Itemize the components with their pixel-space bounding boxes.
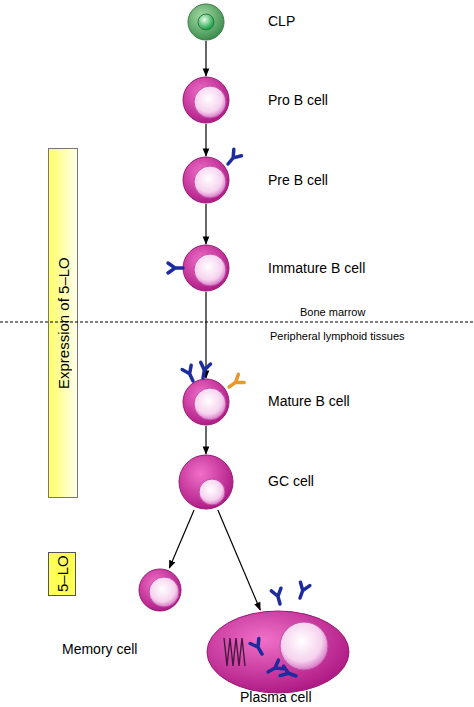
region-label: Bone marrow xyxy=(300,306,365,319)
cell-label: Memory cell xyxy=(62,640,137,658)
arrow-connector xyxy=(205,41,206,76)
band-text: 5–LO xyxy=(48,552,76,596)
expression-bar xyxy=(49,149,78,498)
cell-node: Immature B cell xyxy=(182,244,230,292)
cell-nucleus xyxy=(194,388,226,420)
antibody-symbol xyxy=(266,660,284,676)
cell-nucleus xyxy=(199,479,225,505)
cell-body xyxy=(183,379,229,425)
cell-shape xyxy=(182,76,230,124)
cell-label: Immature B cell xyxy=(268,259,365,277)
cell-nucleus xyxy=(194,166,226,198)
arrow-connector xyxy=(205,124,206,156)
cell-body xyxy=(179,455,233,509)
cell-nucleus xyxy=(198,14,214,30)
region-label: Peripheral lymphoid tissues xyxy=(270,330,405,343)
cell-node: Pre B cell xyxy=(182,156,230,204)
antibody-symbol xyxy=(250,639,266,657)
band-text: Expression of 5–LO xyxy=(48,148,78,498)
cell-label: Pro B cell xyxy=(268,91,328,109)
cell-shape xyxy=(206,610,350,694)
cell-shape xyxy=(182,156,230,204)
arrow-connector xyxy=(205,292,206,378)
cell-node: Plasma cell xyxy=(206,610,350,694)
cell-label: Mature B cell xyxy=(268,392,350,410)
cell-body xyxy=(207,611,349,693)
antibody-symbol xyxy=(295,582,310,600)
arrow-connector xyxy=(205,204,206,244)
cell-node: Mature B cell xyxy=(182,378,230,426)
boundary-line xyxy=(0,322,474,323)
cell-nucleus xyxy=(194,86,226,118)
cell-body xyxy=(183,245,229,291)
cell-label: GC cell xyxy=(268,472,314,490)
expression-band: Expression of 5–LO xyxy=(48,148,78,498)
cell-label: Pre B cell xyxy=(268,171,328,189)
cell-node: GC cell xyxy=(178,454,234,510)
cell-node: CLP xyxy=(187,3,225,41)
cell-shape xyxy=(187,3,225,41)
cell-body xyxy=(183,77,229,123)
cell-body xyxy=(188,4,224,40)
antibody-symbol xyxy=(280,666,298,681)
cell-label: Plasma cell xyxy=(240,688,312,706)
antibody-symbol xyxy=(168,263,183,273)
cell-shape xyxy=(178,454,234,510)
cell-nucleus xyxy=(280,622,328,670)
arrow-connector xyxy=(169,510,194,568)
cell-node: Memory cell xyxy=(138,568,182,612)
cell-node: Pro B cell xyxy=(182,76,230,124)
antibody-symbol xyxy=(198,362,210,379)
cell-nucleus xyxy=(194,254,226,286)
cell-shape xyxy=(182,378,230,426)
receptor-symbol xyxy=(226,374,244,391)
cell-body xyxy=(183,157,229,203)
cell-shape xyxy=(138,568,182,612)
expression-band: 5–LO xyxy=(48,552,76,596)
antibody-symbol xyxy=(271,588,285,605)
antibody-symbol xyxy=(224,149,241,167)
rough-er-symbol xyxy=(224,638,245,666)
marker-box xyxy=(49,553,76,596)
arrow-connector xyxy=(205,426,206,454)
cell-body xyxy=(139,569,181,611)
antibody-symbol xyxy=(182,365,197,383)
cell-label: CLP xyxy=(268,12,295,30)
antibodies xyxy=(168,149,310,680)
cell-nucleus xyxy=(149,577,179,607)
arrow-connector xyxy=(218,510,260,610)
cell-shape xyxy=(182,244,230,292)
